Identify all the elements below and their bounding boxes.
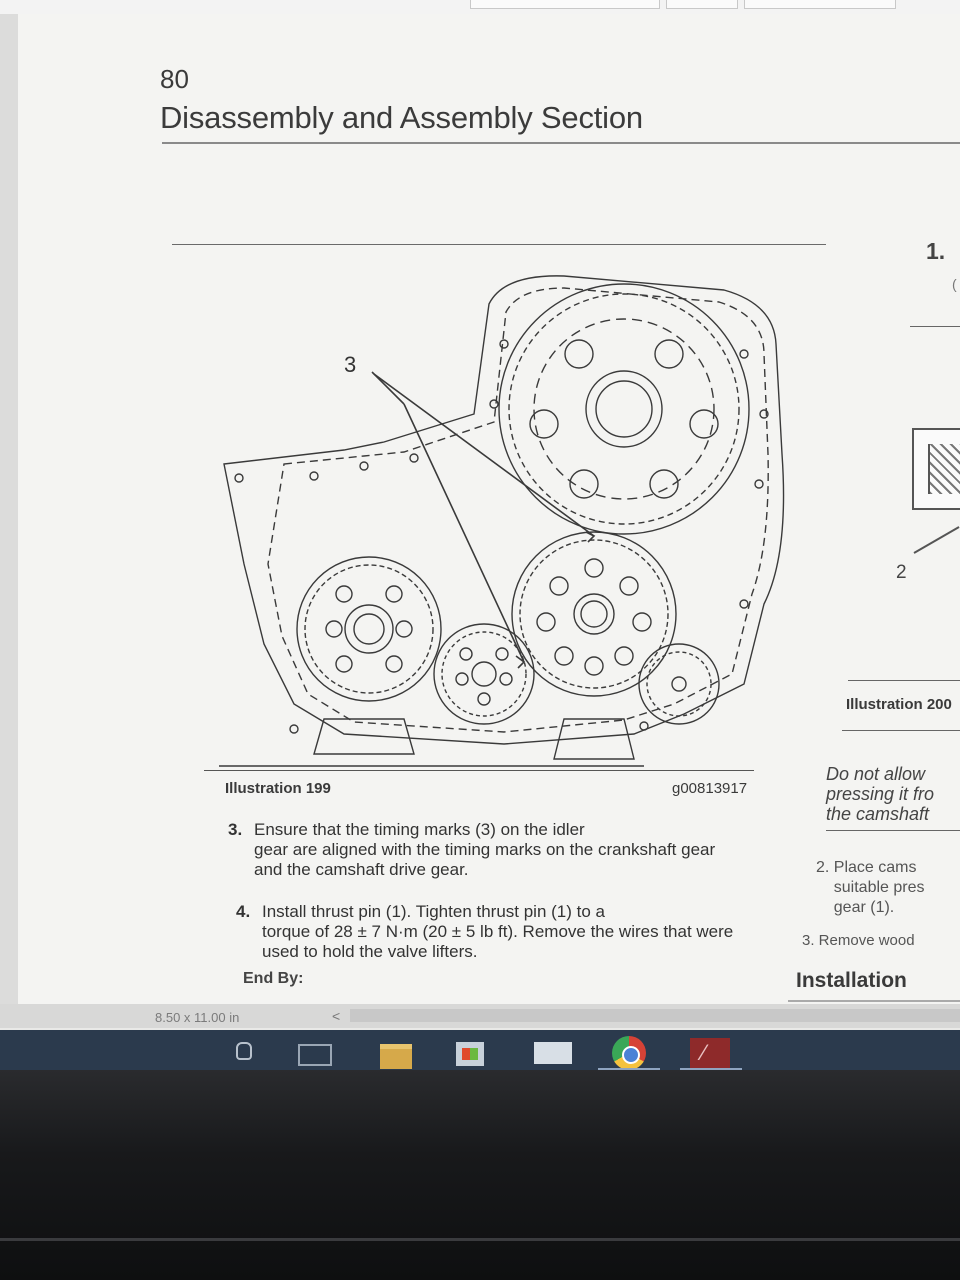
right-diagram-hatch [928, 444, 960, 494]
figure-id: g00813917 [672, 780, 748, 797]
left-gear [296, 556, 442, 702]
top-toolbar [0, 0, 960, 15]
active-app-indicator [598, 1068, 660, 1071]
right-rule [826, 830, 960, 831]
step-text: Install thrust pin (1). Tighten thrust p… [262, 902, 605, 921]
toolbar-segment[interactable] [666, 0, 738, 9]
right-heading: Installation [796, 969, 907, 992]
task-view-icon[interactable] [298, 1044, 332, 1066]
step-number: 3. [228, 820, 243, 839]
end-by-label: End By: [243, 970, 304, 987]
right-step-number: 1. [926, 238, 946, 264]
right-callout-2: 2 [896, 562, 907, 583]
left-gutter [0, 14, 18, 1004]
document-page: 80 Disassembly and Assembly Section [18, 14, 960, 1004]
store-icon[interactable] [456, 1042, 484, 1066]
right-fragment: ( [952, 276, 957, 292]
page-size-readout: 8.50 x 11.00 in [155, 1010, 240, 1025]
top-rule [172, 244, 826, 245]
step-number: 4. [236, 902, 251, 921]
diagram-callout-3: 3 [344, 352, 356, 377]
right-rule [848, 680, 960, 681]
chrome-icon[interactable] [612, 1036, 646, 1070]
right-rule [788, 1000, 960, 1002]
monitor-edge [0, 1238, 960, 1241]
housing-inner-outline [267, 287, 769, 733]
right-illustration-caption: Illustration 200 [846, 696, 952, 713]
section-title: Disassembly and Assembly Section [160, 100, 643, 135]
file-explorer-icon[interactable] [380, 1044, 412, 1069]
idler-gear [511, 531, 677, 697]
right-step-2: 2. Place cams suitable pres gear (1). [816, 859, 925, 916]
right-callout-line [913, 526, 960, 554]
crankshaft-gear [433, 623, 535, 725]
right-step-3: 3. Remove wood [802, 932, 915, 949]
step-text-continued: torque of 28 ± 7 N·m (20 ± 5 lb ft). Rem… [262, 922, 734, 961]
horizontal-scrollbar[interactable] [350, 1009, 960, 1022]
mail-icon[interactable] [534, 1042, 572, 1064]
housing-outline [223, 275, 785, 745]
scroll-left-icon[interactable]: < [332, 1008, 341, 1024]
microphone-icon[interactable] [236, 1042, 252, 1060]
monitor-bezel [0, 1070, 960, 1280]
pdf-reader-icon[interactable] [690, 1038, 730, 1068]
toolbar-segment[interactable] [470, 0, 660, 9]
active-app-indicator [680, 1068, 742, 1071]
toolbar-segment[interactable] [744, 0, 896, 9]
step-text: Ensure that the timing marks (3) on the … [254, 820, 585, 839]
screen: 80 Disassembly and Assembly Section [0, 0, 960, 1072]
figure-caption: Illustration 199 [225, 780, 331, 797]
step-4: 4. Install thrust pin (1). Tighten thrust… [236, 902, 756, 962]
header-rule [162, 142, 960, 144]
right-rule [842, 730, 960, 731]
right-rule [910, 326, 960, 327]
timing-gear-diagram: 3 [219, 275, 785, 767]
figure-rule [204, 770, 754, 771]
camshaft-gear [498, 283, 750, 535]
right-note: Do not allow pressing it fro the camshaf… [826, 764, 935, 824]
step-text-continued: gear are aligned with the timing marks o… [254, 840, 716, 879]
step-3: 3. Ensure that the timing marks (3) on th… [228, 820, 748, 880]
page-number: 80 [160, 64, 189, 94]
